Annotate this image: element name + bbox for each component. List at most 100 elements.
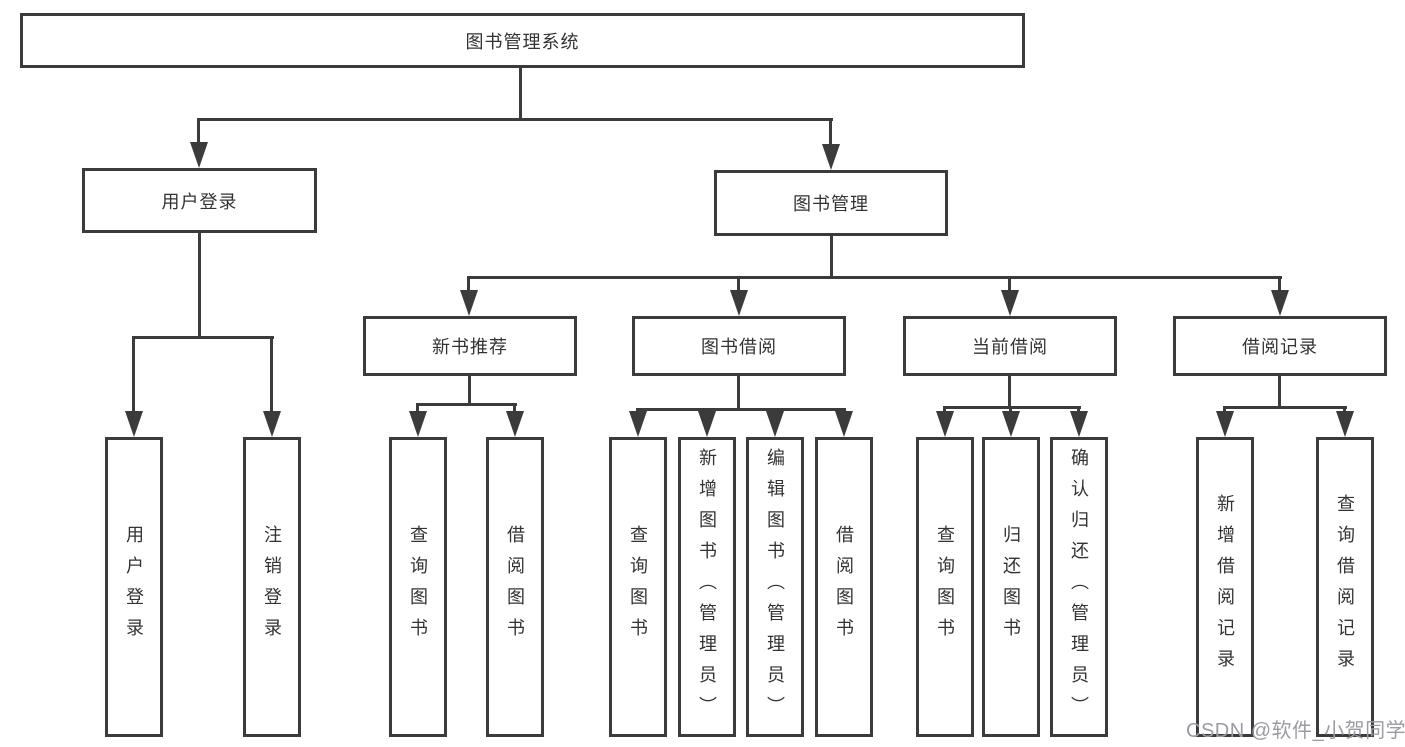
node-user-login: 用户登录 (82, 168, 317, 233)
arrow-head-icon (190, 142, 208, 168)
connector-root-branch (198, 118, 833, 121)
node-label: 用户登录 (124, 525, 144, 649)
arrow-down-icon (936, 406, 954, 437)
node-label: 查询图书 (935, 525, 955, 649)
node-label: 查询图书 (628, 525, 648, 649)
node-label: 注销登录 (262, 525, 282, 649)
csdn-watermark: CSDN @软件_小贺同学 (1186, 720, 1405, 742)
arrow-down-icon (1070, 406, 1088, 437)
arrow-shaft (270, 336, 273, 415)
leaf-query-borrow-record: 查询借阅记录 (1316, 437, 1374, 737)
arrow-head-icon (835, 411, 853, 437)
leaf-add-books-admin: 新增图书（管理员） (678, 437, 736, 737)
arrow-head-icon (936, 411, 954, 437)
arrow-down-icon (506, 403, 524, 437)
arrow-shaft (197, 118, 200, 146)
arrow-down-icon (629, 408, 647, 437)
node-label: 编辑图书（管理员） (765, 447, 785, 727)
arrow-head-icon (822, 144, 840, 170)
connector-book-management-stem (830, 234, 833, 276)
connector-borrowing-records-stem (1278, 374, 1281, 406)
leaf-edit-books-admin: 编辑图书（管理员） (746, 437, 804, 737)
leaf-confirm-return-admin: 确认归还（管理员） (1050, 437, 1108, 737)
leaf-add-borrow-record: 新增借阅记录 (1196, 437, 1254, 737)
arrow-head-icon (125, 411, 143, 437)
arrow-down-icon (1001, 276, 1019, 316)
arrow-shaft (943, 406, 946, 415)
arrow-head-icon (766, 411, 784, 437)
node-label: 借阅图书 (834, 525, 854, 649)
arrow-head-icon (1216, 411, 1234, 437)
connector-book-management-branch (468, 276, 1282, 279)
arrow-head-icon (730, 290, 748, 316)
node-label: 新增图书（管理员） (697, 447, 717, 727)
node-new-book-recommendation: 新书推荐 (363, 316, 577, 376)
node-label: 图书管理 (793, 194, 869, 214)
node-label: 用户登录 (161, 191, 238, 212)
arrow-down-icon (190, 118, 208, 168)
node-label: 查询借阅记录 (1335, 494, 1355, 680)
node-label: 查询图书 (408, 525, 428, 649)
connector-current-borrowing-stem (1008, 374, 1011, 406)
node-label: 确认归还（管理员） (1069, 447, 1089, 727)
arrow-down-icon (460, 276, 478, 316)
arrow-shaft (467, 276, 470, 294)
arrow-shaft (1343, 406, 1346, 415)
connector-root-stem (519, 66, 522, 120)
connector-new-book-branch (417, 403, 517, 406)
connector-book-borrowing-stem (737, 374, 740, 408)
arrow-down-icon (1002, 406, 1020, 437)
arrow-head-icon (409, 411, 427, 437)
arrow-shaft (416, 403, 419, 415)
leaf-borrow-books: 借阅图书 (815, 437, 873, 737)
leaf-query-books-recommend: 查询图书 (389, 437, 447, 737)
arrow-down-icon (125, 336, 143, 437)
arrow-down-icon (1216, 406, 1234, 437)
arrow-shaft (1223, 406, 1226, 415)
node-label: 归还图书 (1001, 525, 1021, 649)
node-book-management: 图书管理 (714, 170, 948, 236)
arrow-shaft (513, 403, 516, 415)
leaf-query-books-borrowing: 查询图书 (609, 437, 667, 737)
arrow-down-icon (1336, 406, 1354, 437)
arrow-down-icon (835, 408, 853, 437)
arrow-shaft (1077, 406, 1080, 415)
connector-user-login-stem (198, 231, 201, 336)
connector-book-borrowing-branch (637, 408, 846, 411)
arrow-shaft (737, 276, 740, 294)
arrow-shaft (829, 118, 832, 148)
arrow-head-icon (698, 411, 716, 437)
arrow-head-icon (263, 411, 281, 437)
arrow-head-icon (629, 411, 647, 437)
node-borrowing-records: 借阅记录 (1173, 316, 1387, 376)
arrow-shaft (1278, 276, 1281, 294)
arrow-shaft (132, 336, 135, 415)
arrow-down-icon (698, 408, 716, 437)
node-label: 图书管理系统 (465, 31, 580, 52)
node-label: 新书推荐 (432, 337, 508, 357)
arrow-head-icon (1271, 290, 1289, 316)
arrow-head-icon (1002, 411, 1020, 437)
connector-current-borrowing-branch (944, 406, 1081, 409)
node-current-borrowing: 当前借阅 (903, 316, 1117, 376)
leaf-logout: 注销登录 (243, 437, 301, 737)
arrow-down-icon (766, 408, 784, 437)
arrow-shaft (1009, 406, 1012, 415)
leaf-query-books-current: 查询图书 (916, 437, 974, 737)
leaf-borrow-books-recommend: 借阅图书 (486, 437, 544, 737)
node-label: 新增借阅记录 (1215, 494, 1235, 680)
arrow-shaft (1008, 276, 1011, 294)
arrow-down-icon (1271, 276, 1289, 316)
connector-user-login-branch (133, 336, 274, 339)
connector-borrowing-records-branch (1224, 406, 1347, 409)
arrow-down-icon (409, 403, 427, 437)
arrow-head-icon (506, 411, 524, 437)
node-label: 借阅记录 (1242, 337, 1318, 357)
leaf-return-books: 归还图书 (982, 437, 1040, 737)
node-label: 借阅图书 (505, 525, 525, 649)
arrow-head-icon (460, 290, 478, 316)
arrow-down-icon (263, 336, 281, 437)
node-label: 当前借阅 (972, 337, 1048, 357)
arrow-head-icon (1070, 411, 1088, 437)
